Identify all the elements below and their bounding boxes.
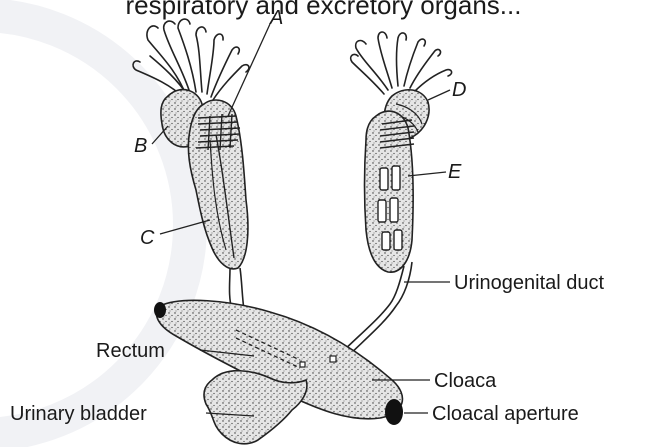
label-urinary-bladder: Urinary bladder (10, 403, 147, 425)
label-e: E (448, 161, 462, 183)
cloacal-aperture-shape (385, 399, 403, 425)
label-cloaca: Cloaca (434, 370, 497, 392)
label-rectum: Rectum (96, 340, 165, 362)
label-urinogenital-duct: Urinogenital duct (454, 272, 605, 294)
label-b: B (134, 135, 147, 157)
label-cloacal-aperture: Cloacal aperture (432, 403, 579, 425)
label-a: A (269, 7, 283, 29)
label-c: C (140, 227, 155, 249)
right-fat-bodies (351, 32, 452, 94)
rectum-opening (154, 302, 166, 318)
watermark-circle (0, 15, 190, 435)
label-d: D (452, 79, 466, 101)
